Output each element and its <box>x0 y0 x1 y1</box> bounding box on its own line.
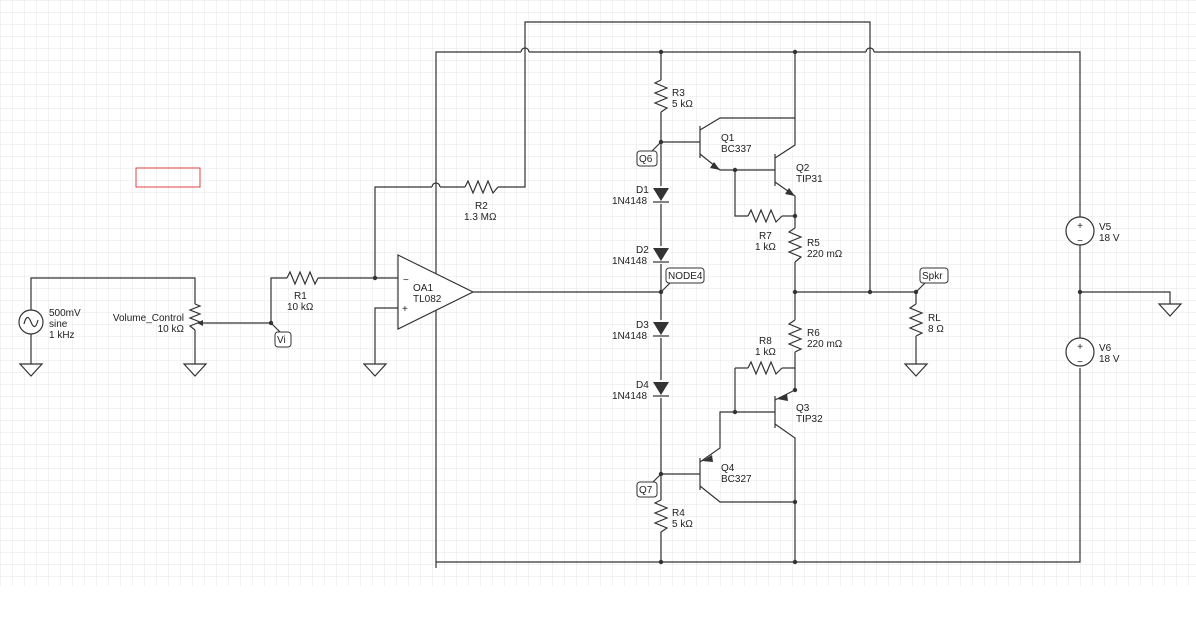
d1-part: 1N4148 <box>612 196 647 207</box>
r1-name: R1 <box>294 291 307 302</box>
selection-box[interactable] <box>135 167 201 188</box>
resistor-r1[interactable]: R1 10 kΩ <box>286 270 319 313</box>
d4-name: D4 <box>636 380 649 391</box>
wires <box>30 21 1171 568</box>
resistor-rl[interactable]: RL 8 Ω <box>908 303 944 337</box>
r4-value: 5 kΩ <box>672 519 693 530</box>
q2-name: Q2 <box>796 163 810 174</box>
ground-pot-icon <box>182 363 208 377</box>
r8-name: R8 <box>759 336 772 347</box>
q4-part: BC327 <box>721 474 752 485</box>
q1-name: Q1 <box>721 133 735 144</box>
r6-name: R6 <box>807 328 820 339</box>
diode-d2[interactable]: D2 1N4148 <box>612 245 669 267</box>
ground-supply-icon <box>1157 303 1183 317</box>
r2-name: R2 <box>475 201 488 212</box>
transistor-q3[interactable]: Q3 TIP32 <box>774 394 823 428</box>
r6-value: 220 mΩ <box>807 339 843 350</box>
dc-source-v6[interactable]: + − V6 18 V <box>1065 337 1120 368</box>
q4-name: Q4 <box>721 463 735 474</box>
net-tag-q6[interactable]: Q6 <box>636 150 658 167</box>
d2-name: D2 <box>636 245 649 256</box>
r7-name: R7 <box>759 231 772 242</box>
ground-rl-icon <box>903 363 929 377</box>
r7-value: 1 kΩ <box>755 242 776 253</box>
rl-value: 8 Ω <box>928 324 944 335</box>
net-tag-node4-label: NODE4 <box>668 271 703 282</box>
net-tag-vi-label: Vi <box>277 335 286 346</box>
r5-value: 220 mΩ <box>807 249 843 260</box>
r3-value: 5 kΩ <box>672 99 693 110</box>
opamp-plus: + <box>402 304 408 315</box>
pot-value: 10 kΩ <box>158 324 185 335</box>
r8-value: 1 kΩ <box>755 347 776 358</box>
source-amplitude: 500mV <box>49 308 81 319</box>
junctions <box>268 49 1083 565</box>
volume-control-pot[interactable]: Volume_Control 10 kΩ <box>113 303 206 335</box>
r2-value: 1.3 MΩ <box>464 212 497 223</box>
r4-name: R4 <box>672 508 685 519</box>
net-tag-spkr[interactable]: Spkr <box>919 267 949 284</box>
d3-name: D3 <box>636 320 649 331</box>
diode-d1[interactable]: D1 1N4148 <box>612 185 669 207</box>
q3-name: Q3 <box>796 403 810 414</box>
transistor-q2[interactable]: Q2 TIP31 <box>774 154 823 196</box>
net-tag-q6-label: Q6 <box>639 154 653 165</box>
resistor-r5[interactable]: R5 220 mΩ <box>787 227 843 263</box>
net-tag-q7-label: Q7 <box>639 485 653 496</box>
diode-d3[interactable]: D3 1N4148 <box>612 320 669 342</box>
v5-plus: + <box>1077 221 1083 232</box>
v5-name: V5 <box>1099 222 1112 233</box>
v5-value: 18 V <box>1099 233 1120 244</box>
v6-minus: − <box>1077 357 1083 368</box>
resistor-r7[interactable]: R7 1 kΩ <box>747 208 783 253</box>
q3-part: TIP32 <box>796 414 823 425</box>
source-wave: sine <box>49 319 68 330</box>
net-tag-spkr-label: Spkr <box>922 271 943 282</box>
net-tag-node4[interactable]: NODE4 <box>665 267 705 284</box>
v6-value: 18 V <box>1099 354 1120 365</box>
d1-name: D1 <box>636 185 649 196</box>
resistor-r8[interactable]: R8 1 kΩ <box>747 336 783 376</box>
opamp-oa1[interactable]: − + OA1 TL082 <box>397 254 475 330</box>
r1-value: 10 kΩ <box>287 302 314 313</box>
resistor-r3[interactable]: R3 5 kΩ <box>653 79 693 113</box>
v5-minus: − <box>1077 236 1083 247</box>
r5-name: R5 <box>807 238 820 249</box>
transistor-q4[interactable]: Q4 BC327 <box>699 455 752 490</box>
pot-name: Volume_Control <box>113 313 184 324</box>
source-freq: 1 kHz <box>49 330 75 341</box>
v6-plus: + <box>1077 342 1083 353</box>
dc-source-v5[interactable]: + − V5 18 V <box>1065 216 1120 247</box>
diode-d4[interactable]: D4 1N4148 <box>612 380 669 402</box>
resistor-r4[interactable]: R4 5 kΩ <box>653 499 693 533</box>
d2-part: 1N4148 <box>612 256 647 267</box>
r3-name: R3 <box>672 88 685 99</box>
ac-source[interactable]: 500mV sine 1 kHz <box>18 308 81 341</box>
transistor-q1[interactable]: Q1 BC337 <box>699 126 752 170</box>
d3-part: 1N4148 <box>612 331 647 342</box>
v6-name: V6 <box>1099 343 1112 354</box>
opamp-minus: − <box>403 275 409 286</box>
net-tag-vi[interactable]: Vi <box>274 331 292 348</box>
ground-source-icon <box>18 363 44 377</box>
resistor-r6[interactable]: R6 220 mΩ <box>787 319 843 353</box>
net-tag-q7[interactable]: Q7 <box>636 481 658 498</box>
resistor-r2[interactable]: R2 1.3 MΩ <box>464 179 499 223</box>
oa1-name: OA1 <box>413 283 433 294</box>
grid-background <box>0 0 1196 586</box>
d4-part: 1N4148 <box>612 391 647 402</box>
rl-name: RL <box>928 313 941 324</box>
oa1-part: TL082 <box>413 294 442 305</box>
ground-opamp-icon <box>362 363 388 377</box>
q1-part: BC337 <box>721 144 752 155</box>
q2-part: TIP31 <box>796 174 823 185</box>
